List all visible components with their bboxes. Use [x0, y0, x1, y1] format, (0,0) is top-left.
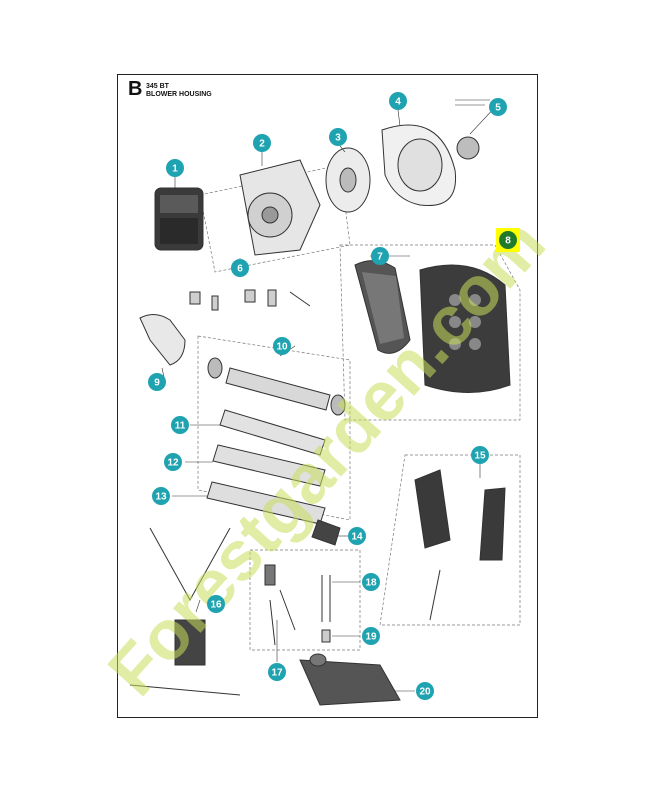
callout-number: 13 [155, 492, 167, 503]
callout-number: 20 [419, 687, 431, 698]
callout-circle [268, 663, 286, 681]
callout-number: 17 [271, 668, 283, 679]
callout-12: 12 [164, 453, 182, 471]
callout-20: 20 [416, 682, 434, 700]
callout-circle [362, 573, 380, 591]
callout-4: 4 [389, 92, 407, 110]
callout-circle [489, 98, 507, 116]
part-rod-set [321, 575, 331, 643]
callout-circle [471, 446, 489, 464]
callout-14: 14 [348, 527, 366, 545]
part-fuel-tank [299, 653, 401, 706]
callout-5: 5 [489, 98, 507, 116]
callout-circle [164, 453, 182, 471]
callout-number: 19 [365, 632, 377, 643]
callout-number: 18 [365, 578, 377, 589]
callout-circle [499, 231, 517, 249]
callout-17: 17 [268, 663, 286, 681]
part-tool-kit [264, 564, 296, 646]
callout-number: 12 [167, 458, 179, 469]
part-flex-hose [207, 357, 346, 416]
callout-circle [371, 247, 389, 265]
part-fan-housing [239, 159, 321, 256]
part-mount-hardware [189, 289, 311, 311]
part-back-pad [354, 260, 411, 354]
callout-16: 16 [207, 595, 225, 613]
callout-circle [389, 92, 407, 110]
callout-8: 8 [499, 231, 517, 249]
callout-7: 7 [371, 247, 389, 265]
callout-9: 9 [148, 373, 166, 391]
part-tube-upper [219, 409, 326, 456]
callout-number: 3 [335, 133, 341, 144]
callout-number: 15 [474, 451, 486, 462]
part-throttle-handle [414, 469, 506, 621]
section-letter: B [128, 78, 143, 100]
callout-circle [166, 159, 184, 177]
part-harness [129, 527, 241, 696]
callout-circle [362, 627, 380, 645]
callout-18: 18 [362, 573, 380, 591]
callout-circle [273, 337, 291, 355]
group-box-tools [249, 549, 361, 651]
callout-number: 10 [276, 342, 288, 353]
callout-number: 14 [351, 532, 363, 543]
callout-number: 9 [154, 378, 160, 389]
section-model: 345 BT [146, 83, 169, 90]
callout-number: 11 [175, 421, 186, 432]
callout-circle [171, 416, 189, 434]
part-elbow [139, 314, 186, 366]
callout-number: 2 [259, 139, 265, 150]
part-engine [154, 187, 204, 251]
callout-10: 10 [273, 337, 291, 355]
callout-2: 2 [253, 134, 271, 152]
section-title: BLOWER HOUSING [146, 91, 212, 98]
callout-number: 8 [505, 236, 511, 247]
callout-number: 7 [377, 252, 383, 263]
callout-11: 11 [171, 416, 189, 434]
part-outer-housing [381, 124, 457, 207]
part-fan-wheel [325, 147, 371, 213]
part-back-frame [419, 264, 511, 393]
callout-13: 13 [152, 487, 170, 505]
callout-circle [348, 527, 366, 545]
group-box-tubes [197, 335, 351, 521]
callout-circle [152, 487, 170, 505]
callout-6: 6 [231, 259, 249, 277]
callout-circle [231, 259, 249, 277]
callout-circle [253, 134, 271, 152]
callout-number: 6 [237, 264, 243, 275]
part-intake-grille [455, 99, 490, 160]
callout-1: 1 [166, 159, 184, 177]
callout-3: 3 [329, 128, 347, 146]
callout-circle [416, 682, 434, 700]
callout-number: 16 [210, 600, 222, 611]
callout-circle [207, 595, 225, 613]
callout-circle [148, 373, 166, 391]
callout-number: 4 [395, 97, 401, 108]
callout-15: 15 [471, 446, 489, 464]
group-box-housing [339, 244, 521, 421]
callout-circle [329, 128, 347, 146]
part-tube-middle [212, 444, 326, 487]
callout-number: 1 [172, 164, 178, 175]
callout-number: 5 [495, 103, 501, 114]
callout-19: 19 [362, 627, 380, 645]
part-nozzle [311, 519, 341, 546]
